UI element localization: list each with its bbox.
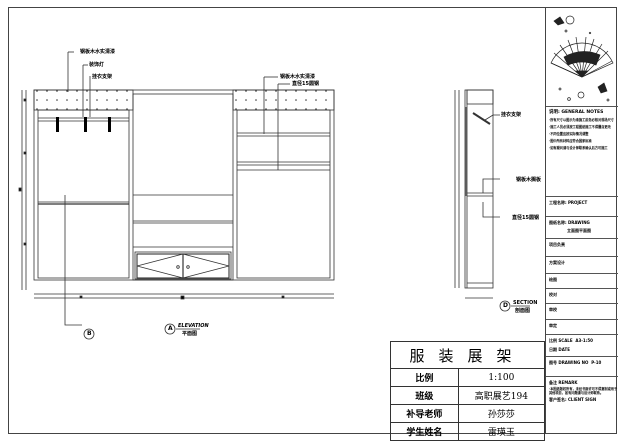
label-panel-finish: 钢板木水实清漆 <box>80 49 116 55</box>
label-section-hanger: 挂衣支架 <box>501 112 522 118</box>
scale-label: 比例 SCALE <box>549 338 573 343</box>
fan-logo-icon <box>550 15 614 102</box>
drawing-name-label: 图纸名称: DRAWING <box>549 220 590 225</box>
student-key: 学生姓名 <box>390 422 459 441</box>
scale-value: 1:100 <box>457 368 546 387</box>
section-tag-subtitle: 剖面图 <box>515 308 531 314</box>
note-5: ·如有疑问请与设计师联系确认后方可施工 <box>549 146 608 150</box>
drawing-no-row: 图号 DRAWING NO P-10 <box>546 356 618 376</box>
scale-date-row: 比例 SCALE A3-1:50 日期 DATE <box>546 334 618 356</box>
draw-label: 绘图 <box>549 277 557 282</box>
client-sign-label: 客户签名: CLIENT SIGN <box>549 397 597 402</box>
remark-text: ·本图纸版权所有，未经书面许可不得复制或用于其他项目，如有问题请与设计师联系。 <box>549 387 618 395</box>
date-label: 日期 DATE <box>549 347 570 352</box>
remark-label: 备注 REMARK <box>549 380 578 385</box>
notes-title: 说明: GENERAL NOTES <box>549 110 604 115</box>
label-hanger-bracket: 挂衣支架 <box>92 74 113 80</box>
elevation-tag-subtitle: 平面图 <box>182 331 198 337</box>
check-row: 校对 <box>546 288 618 303</box>
draw-row: 绘图 <box>546 273 618 288</box>
note-4: ·图中所有材料应符合国家标准 <box>549 139 592 143</box>
review-label: 审校 <box>549 307 557 312</box>
design-label: 方案设计 <box>549 260 565 265</box>
elevation-tag-letter: A <box>168 325 173 332</box>
drawing-name-value: 立面图平面图 <box>567 228 591 233</box>
label-panel-finish-right: 钢板木水实清漆 <box>280 74 316 80</box>
elevation-tag-title: ELEVATION <box>178 323 209 329</box>
plan-marker-letter: B <box>87 330 92 337</box>
drawing-name-row: 图纸名称: DRAWING 立面图平面图 <box>546 216 618 238</box>
teacher-key: 补导老师 <box>390 404 459 423</box>
label-steel-rod: 直径15圆钢 <box>292 81 319 87</box>
general-notes: 说明: GENERAL NOTES ·所有尺寸以图示为准施工前务必核对现场尺寸 … <box>546 106 618 196</box>
section-tag-letter: D <box>503 302 508 309</box>
owner-row: 项目负责 <box>546 238 618 256</box>
section-tag-title: SECTION <box>513 300 538 306</box>
class-value: 高职展艺194 <box>457 386 546 405</box>
drawing-no-value: P-10 <box>591 360 602 365</box>
design-row: 方案设计 <box>546 256 618 273</box>
scale-value-side: A3-1:50 <box>575 338 593 343</box>
note-2: ·施工人员必须按工程图纸施工不得擅自更改 <box>549 125 611 129</box>
class-key: 班级 <box>390 386 459 405</box>
verify-row: 审定 <box>546 319 618 334</box>
drawing-frame <box>8 7 617 434</box>
student-value: 雷瑛玉 <box>457 422 546 441</box>
note-3: ·不同位置应按实际情况调整 <box>549 132 589 136</box>
remark-row: 备注 REMARK ·本图纸版权所有，未经书面许可不得复制或用于其他项目，如有问… <box>546 376 618 434</box>
verify-label: 审定 <box>549 323 557 328</box>
review-row: 审校 <box>546 303 618 319</box>
drawing-title: 服装展架 <box>390 341 545 369</box>
teacher-value: 孙莎莎 <box>457 404 546 423</box>
label-section-shelf: 钢板木搁板 <box>516 177 542 183</box>
scale-key: 比例 <box>390 368 459 387</box>
project-row: 工程名称: PROJECT <box>546 196 618 216</box>
drawing-no-label: 图号 DRAWING NO <box>549 360 589 365</box>
project-label: 工程名称: PROJECT <box>549 200 588 205</box>
side-panel: 说明: GENERAL NOTES ·所有尺寸以图示为准施工前务必核对现场尺寸 … <box>545 7 618 434</box>
owner-label: 项目负责 <box>549 242 565 247</box>
note-1: ·所有尺寸以图示为准施工前务必核对现场尺寸 <box>549 118 614 122</box>
elevation-drawing <box>18 51 530 340</box>
check-label: 校对 <box>549 292 557 297</box>
label-decor-light: 装饰灯 <box>89 62 105 68</box>
label-section-rod: 直径15圆钢 <box>512 215 539 221</box>
